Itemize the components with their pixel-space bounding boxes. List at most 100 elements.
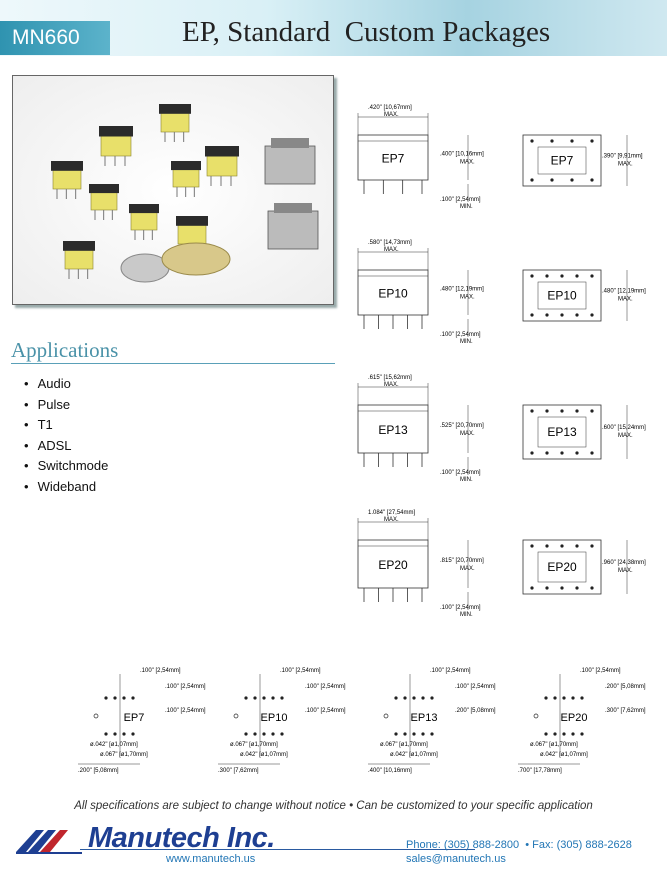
- transformer-core: [159, 104, 191, 114]
- pin-dot: [560, 274, 564, 278]
- top-view-core: [537, 146, 587, 175]
- mount-hole: [233, 713, 239, 719]
- hole-dot: [412, 696, 416, 700]
- side-view-body: [357, 269, 429, 316]
- hole-dot: [131, 732, 135, 736]
- shielded-transformer-top: [271, 138, 309, 148]
- pitch-label: .100" [2,54mm]: [165, 684, 206, 690]
- pitch-label: .100" [2,54mm]: [305, 708, 346, 714]
- footprint-drawings: .100" [2,54mm] .100" [2,54mm] .100" [2,54m…: [78, 668, 646, 774]
- pitch-label: .100" [2,54mm]: [280, 668, 321, 674]
- pin-dot: [530, 178, 534, 182]
- hole-size-label: ø.042" [ø1,07mm]: [540, 752, 588, 758]
- mount-hole: [93, 713, 99, 719]
- hole-dot: [403, 696, 407, 700]
- footprint-label: EP7: [124, 712, 145, 724]
- package-top-label: EP7: [551, 154, 574, 168]
- hole-size-label: ø.067" [ø1,70mm]: [230, 742, 278, 748]
- pin-dot: [545, 586, 549, 590]
- transformer-body: [100, 134, 132, 157]
- pin-dot: [560, 409, 564, 413]
- max-label: MAX.: [384, 247, 399, 253]
- pin-dot: [530, 451, 534, 455]
- pin-dot: [560, 544, 564, 548]
- height-label: .480" [12,19mm]: [440, 287, 484, 293]
- disclaimer: All specifications are subject to change…: [74, 800, 593, 812]
- transformer-core: [205, 146, 239, 157]
- applications-divider: [11, 363, 335, 364]
- hole-dot: [104, 696, 108, 700]
- max-label: MAX.: [460, 160, 475, 166]
- pin-dot: [530, 274, 534, 278]
- max-label: MAX.: [618, 568, 633, 574]
- list-item: Switchmode: [24, 456, 109, 477]
- min-label: MIN.: [460, 339, 473, 345]
- pin-dot: [530, 586, 534, 590]
- pin-dot: [575, 409, 579, 413]
- pin-dot: [550, 178, 554, 182]
- width-label: .420" [10,67mm]: [368, 105, 412, 111]
- hole-dot: [394, 732, 398, 736]
- pitch-label: .100" [2,54mm]: [140, 668, 181, 674]
- pitch-label: .100" [2,54mm]: [455, 684, 496, 690]
- hole-dot: [280, 696, 284, 700]
- hole-dot: [544, 732, 548, 736]
- min-label: MIN.: [460, 204, 473, 210]
- pin-dot: [545, 409, 549, 413]
- footprint-label: EP10: [261, 712, 288, 724]
- top-view-body: [522, 404, 602, 460]
- max-label: MAX.: [384, 517, 399, 523]
- pin-dot: [575, 544, 579, 548]
- pin-dot: [545, 544, 549, 548]
- hole-dot: [580, 732, 584, 736]
- package-ep7: .420" [10,67mm]MAX.EP7.400" [10,16mm]MAX…: [357, 105, 643, 210]
- hole-dot: [262, 696, 266, 700]
- width-label: 1.084" [27,54mm]: [368, 510, 415, 516]
- package-ep20: 1.084" [27,54mm]MAX.EP20.815" [20,70mm]M…: [357, 510, 646, 618]
- email-link[interactable]: sales@manutech.us: [406, 853, 506, 865]
- pin-dot: [560, 586, 564, 590]
- hole-dot: [580, 696, 584, 700]
- min-label: MIN.: [460, 612, 473, 618]
- footprint-ep20: .100" [2,54mm].200" [5,08mm].300" [7,62m…: [518, 668, 646, 774]
- max-label: MAX.: [460, 566, 475, 572]
- pin-dot: [590, 178, 594, 182]
- package-top-label: EP10: [547, 289, 577, 303]
- package-label: EP13: [378, 423, 408, 437]
- hole-dot: [571, 696, 575, 700]
- hole-dot: [271, 696, 275, 700]
- pin-dot: [590, 586, 594, 590]
- footprint-label: EP13: [411, 712, 438, 724]
- pin-dot: [530, 544, 534, 548]
- hole-dot: [244, 732, 248, 736]
- pin-dot: [560, 451, 564, 455]
- hole-dot: [113, 696, 117, 700]
- pin-dot: [575, 451, 579, 455]
- hole-dot: [553, 696, 557, 700]
- applications-heading: Applications: [11, 338, 119, 362]
- product-photo-illustration: [13, 76, 333, 304]
- row-spacing-label: .700" [17,78mm]: [518, 768, 562, 774]
- transformer-core: [63, 241, 95, 251]
- hole-dot: [544, 696, 548, 700]
- product-photo: [12, 75, 334, 305]
- hole-dot: [262, 732, 266, 736]
- website-link[interactable]: www.manutech.us: [166, 853, 256, 865]
- max-label: MAX.: [618, 297, 633, 303]
- list-item: Audio: [24, 374, 108, 395]
- pin-dot: [590, 544, 594, 548]
- package-ep10: .580" [14,73mm]MAX.EP10.480" [12,19mm]MA…: [357, 240, 646, 345]
- hole-dot: [271, 732, 275, 736]
- phone-fax: Phone: (305) 888-2800 • Fax: (305) 888-2…: [406, 839, 632, 851]
- pin-dot: [590, 274, 594, 278]
- hole-dot: [430, 732, 434, 736]
- footprint-label: EP20: [561, 712, 588, 724]
- top-dim-label: .390" [9,91mm]: [602, 154, 643, 160]
- pin-dot: [550, 139, 554, 143]
- transformer-body: [172, 168, 200, 188]
- pitch-label: .200" [5,08mm]: [455, 708, 496, 714]
- package-ep13: .615" [15,62mm]MAX.EP13.525" [20,70mm]MA…: [357, 375, 646, 483]
- hole-dot: [571, 732, 575, 736]
- max-label: MAX.: [460, 431, 475, 437]
- side-view-body: [357, 134, 429, 181]
